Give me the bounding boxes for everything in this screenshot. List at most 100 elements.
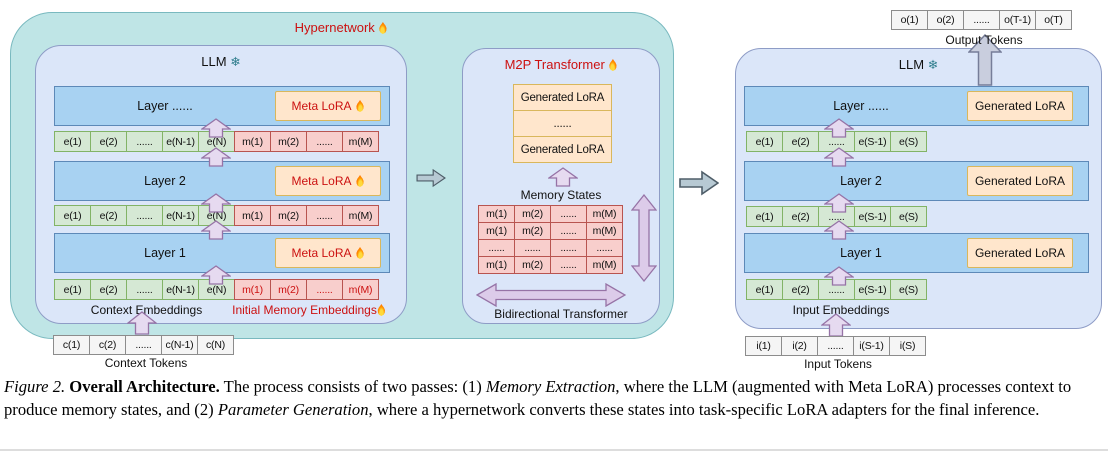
token-cell: ......: [126, 205, 163, 226]
token-cell: ......: [550, 239, 587, 257]
output-arrow-icon: [968, 34, 1002, 86]
token-cell: e(S): [890, 206, 927, 227]
token-cell: e(1): [746, 279, 783, 300]
token-cell: m(1): [234, 205, 271, 226]
token-cell: m(2): [270, 279, 307, 300]
stage-arrow-icon: [679, 170, 719, 196]
generated-lora-text: Generated LoRA: [974, 99, 1066, 113]
token-cell: ......: [478, 239, 515, 257]
right-llm-panel: LLM ❄ Layer ...... Generated LoRA e(1)e(…: [735, 48, 1102, 329]
token-cell: m(M): [342, 131, 379, 152]
token-cell: e(2): [782, 131, 819, 152]
meta-lora-text: Meta LoRA: [291, 246, 352, 260]
up-arrow-icon: [201, 193, 231, 213]
caption-segment: Memory Extraction: [485, 377, 616, 396]
token-cell: m(1): [478, 256, 515, 274]
memory-embedding-cells: m(1)m(2)......m(M): [234, 205, 379, 226]
caption-segment: Parameter Generation: [217, 399, 369, 419]
layer-label: Layer 1: [144, 246, 186, 260]
context-token-row: c(1)c(2)......c(N-1)c(N): [53, 335, 234, 355]
snowflake-icon: ❄: [230, 55, 241, 69]
token-cell: e(2): [90, 205, 127, 226]
flame-icon: [377, 304, 385, 316]
token-cell: e(1): [54, 205, 91, 226]
bidirectional-transformer-label: Bidirectional Transformer: [494, 307, 628, 321]
up-arrow-icon: [201, 265, 231, 285]
token-cell: e(2): [90, 131, 127, 152]
memory-states-label: Memory States: [520, 188, 602, 202]
flame-icon: [609, 59, 617, 71]
token-cell: ......: [550, 222, 587, 240]
token-cell: e(2): [782, 279, 819, 300]
token-cell: i(S): [889, 336, 926, 356]
embedding-row-initial: e(1)e(2)......e(N-1)e(N) m(1)m(2)......m…: [54, 279, 379, 300]
layer-label: Layer ......: [137, 99, 193, 113]
initial-memory-embeddings-label: Initial Memory Embeddings: [226, 303, 392, 317]
caption-segment: , where the LLM (augmented with Meta LoR…: [4, 377, 1072, 419]
token-cell: e(1): [54, 279, 91, 300]
caption-segment: Overall Architecture.: [69, 377, 220, 396]
up-arrow-icon: [201, 220, 231, 240]
input-tokens-label: Input Tokens: [804, 357, 872, 371]
initial-memory-embeddings-text: Initial Memory Embeddings: [232, 303, 377, 317]
context-embedding-cells: e(1)e(2)......e(N-1)e(N): [54, 205, 235, 226]
up-arrow-icon: [548, 167, 578, 187]
token-cell: i(1): [745, 336, 782, 356]
token-cell: e(1): [746, 131, 783, 152]
generated-lora-box: Generated LoRA: [967, 238, 1073, 268]
flame-icon: [379, 22, 387, 34]
token-cell: e(S): [890, 131, 927, 152]
m2p-title: M2P Transformer: [463, 57, 659, 72]
meta-lora-text: Meta LoRA: [291, 174, 352, 188]
left-llm-panel: LLM ❄ Layer ...... Meta LoRA e(1)e(2)...…: [35, 45, 407, 324]
token-cell: m(2): [514, 256, 551, 274]
token-cell: ......: [306, 205, 343, 226]
token-cell: ......: [550, 256, 587, 274]
meta-lora-text: Meta LoRA: [291, 99, 352, 113]
output-tokens-label: Output Tokens: [945, 33, 1023, 47]
token-cell: e(S): [890, 279, 927, 300]
token-cell: o(2): [927, 10, 964, 30]
snowflake-icon: ❄: [927, 58, 939, 72]
token-cell: m(M): [586, 256, 623, 274]
token-cell: m(2): [270, 131, 307, 152]
context-tokens-label: Context Tokens: [104, 356, 188, 370]
token-cell: ......: [963, 10, 1000, 30]
generated-lora-box: Generated LoRA: [967, 91, 1073, 121]
token-cell: o(T): [1035, 10, 1072, 30]
token-cell: ......: [306, 131, 343, 152]
token-cell: ......: [513, 110, 612, 137]
token-cell: i(2): [781, 336, 818, 356]
token-cell: Generated LoRA: [513, 136, 612, 163]
token-cell: e(N-1): [162, 131, 199, 152]
up-arrow-icon: [824, 118, 854, 138]
token-cell: ......: [514, 239, 551, 257]
caption-segment: Figure 2.: [4, 377, 66, 396]
right-llm-title: LLM ❄: [736, 57, 1101, 72]
generated-lora-text: Generated LoRA: [974, 246, 1066, 260]
token-cell: c(2): [89, 335, 126, 355]
hypernetwork-label: Hypernetwork: [10, 20, 672, 35]
token-cell: e(S-1): [854, 279, 891, 300]
token-cell: m(M): [586, 222, 623, 240]
embedding-row: e(1)e(2)......e(N-1)e(N) m(1)m(2)......m…: [54, 205, 379, 226]
left-layer-1: Layer 1 Meta LoRA: [54, 233, 390, 273]
m2p-title-text: M2P Transformer: [504, 57, 605, 72]
up-arrow-icon: [824, 266, 854, 286]
flame-icon: [356, 100, 364, 112]
token-cell: m(1): [478, 222, 515, 240]
token-cell: m(2): [514, 222, 551, 240]
layer-label: Layer 2: [840, 174, 882, 188]
flame-icon: [356, 247, 364, 259]
token-cell: o(T-1): [999, 10, 1036, 30]
token-cell: c(N-1): [161, 335, 198, 355]
generated-lora-stack: Generated LoRA......Generated LoRA: [513, 84, 612, 163]
right-layer-2: Layer 2 Generated LoRA: [744, 161, 1089, 201]
token-cell: e(1): [746, 206, 783, 227]
token-cell: m(1): [234, 279, 271, 300]
m2p-panel: M2P Transformer Generated LoRA......Gene…: [462, 48, 660, 324]
up-arrow-icon: [201, 118, 231, 138]
caption-segment: The process consists of two passes: (1): [219, 377, 486, 396]
flame-icon: [356, 175, 364, 187]
